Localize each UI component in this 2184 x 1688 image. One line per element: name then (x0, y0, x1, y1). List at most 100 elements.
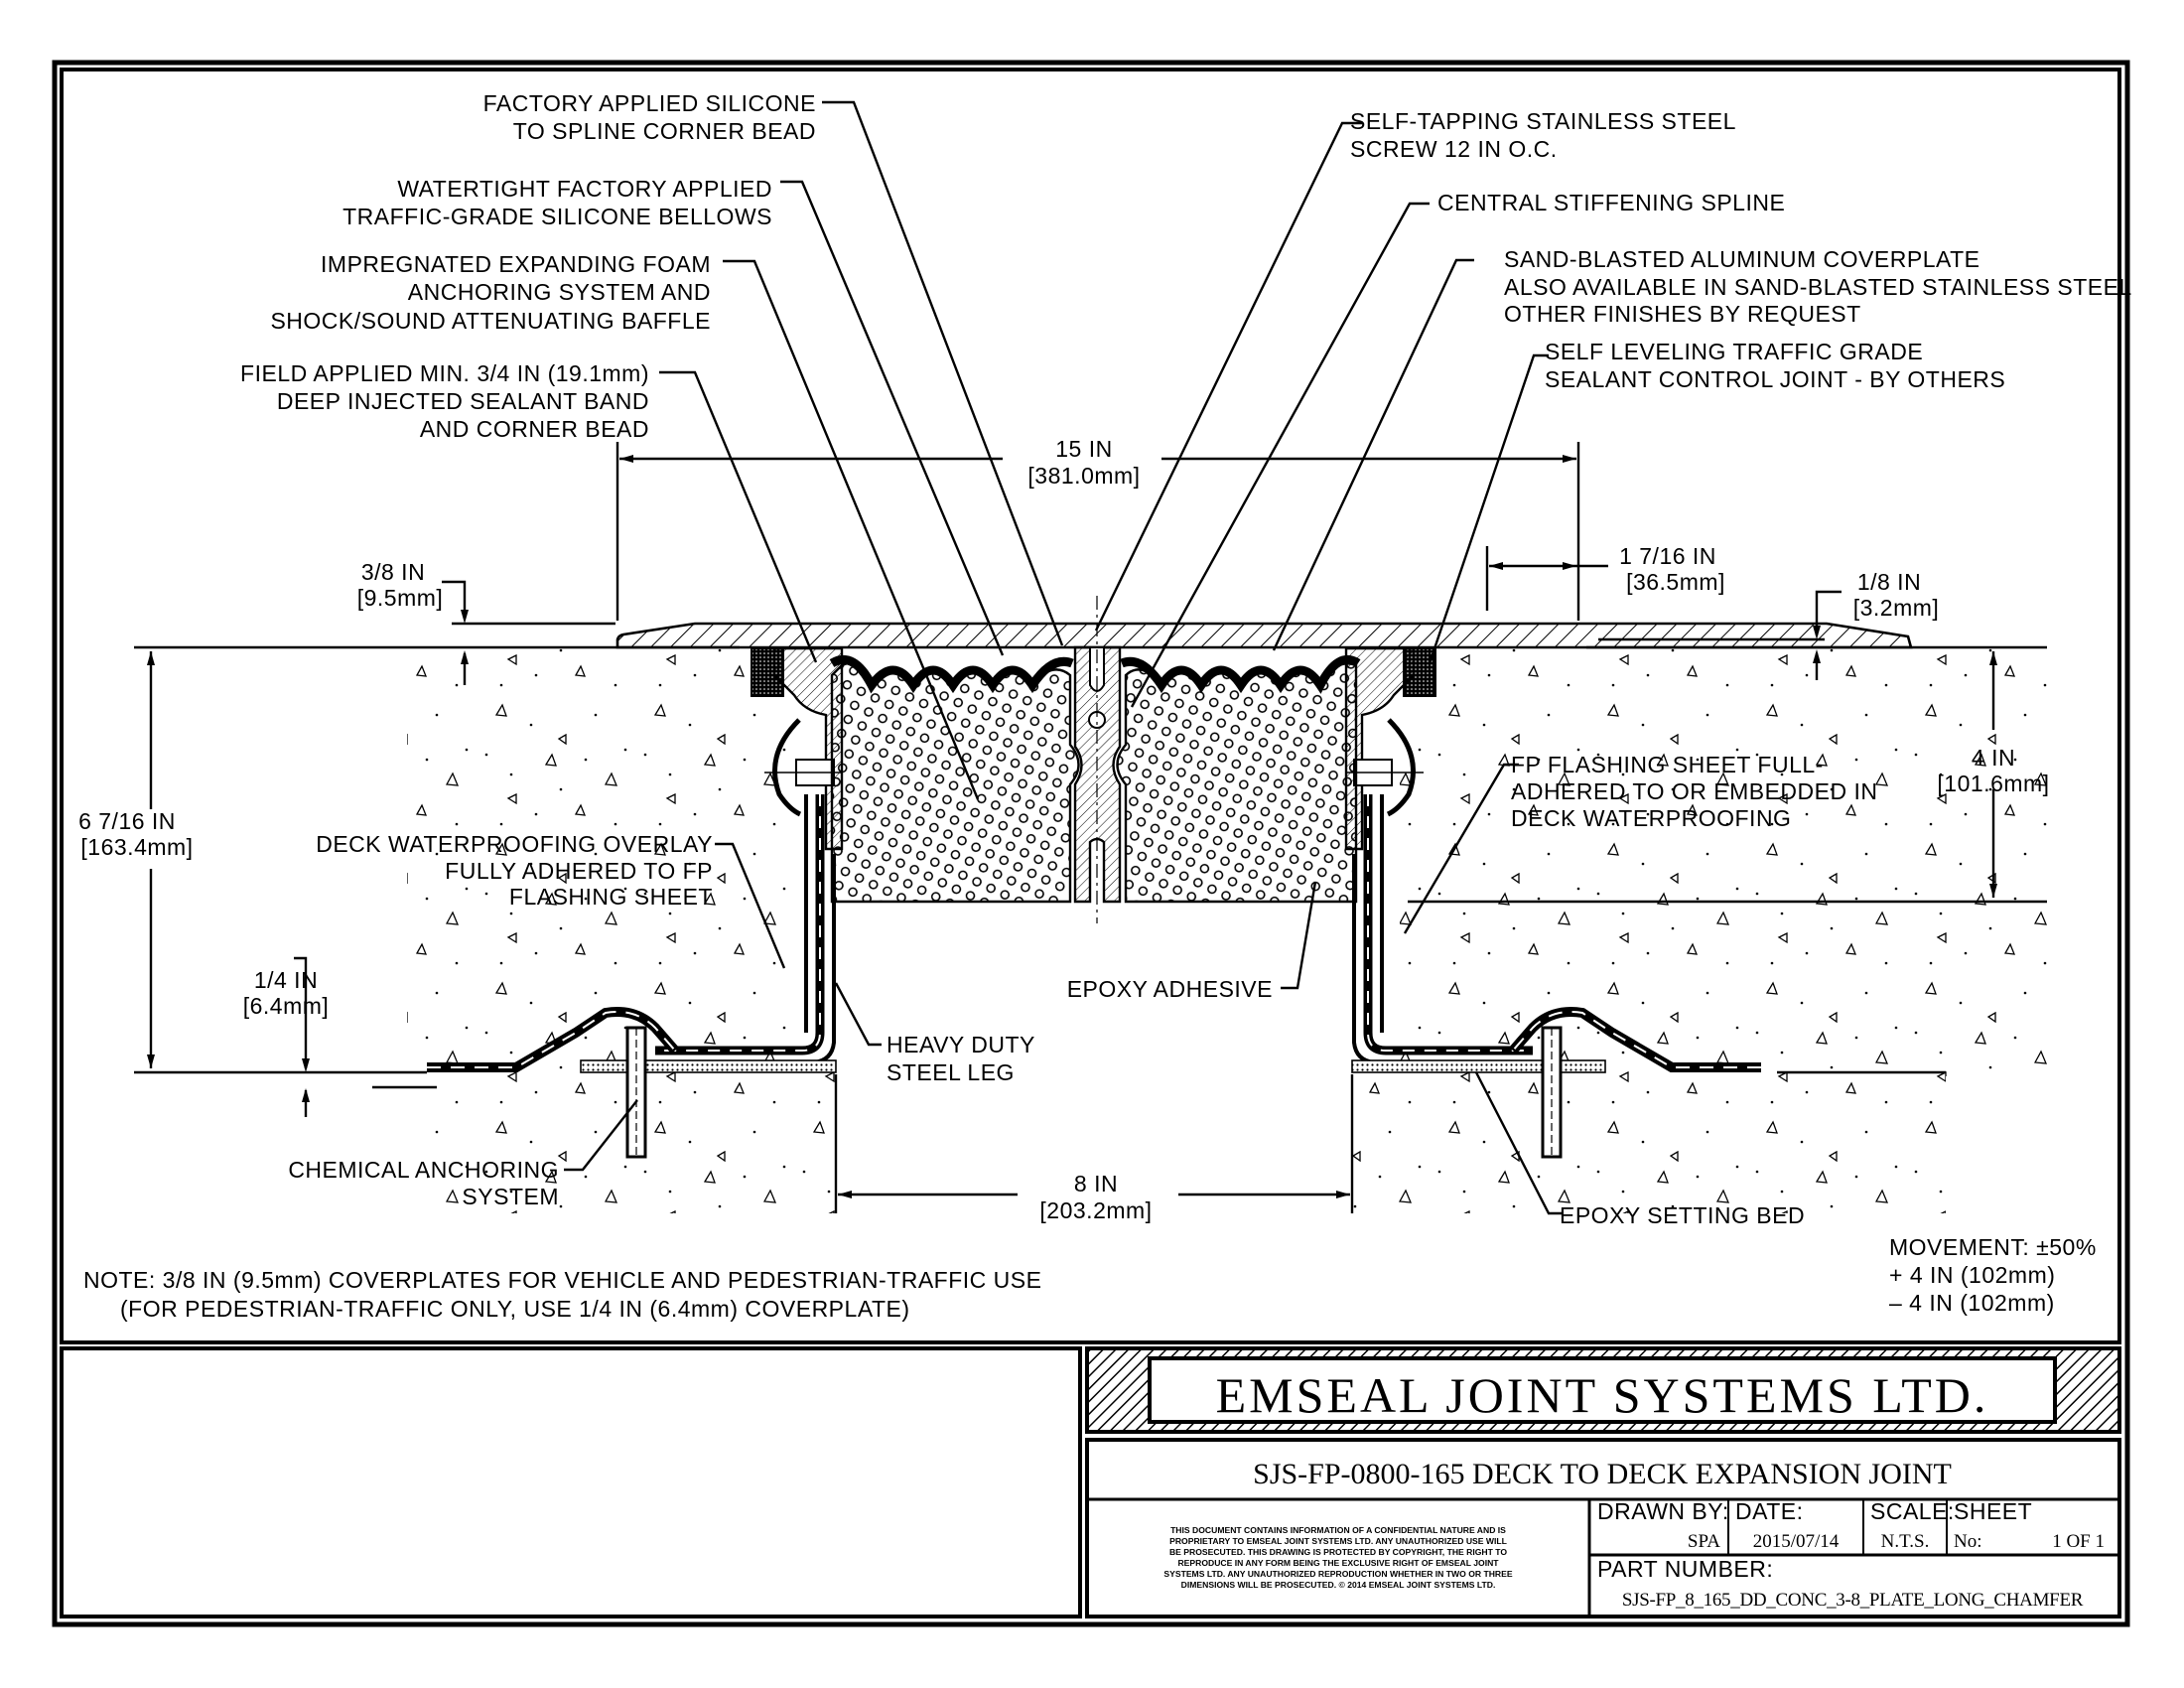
svg-text:EPOXY ADHESIVE: EPOXY ADHESIVE (1067, 976, 1273, 1002)
leader-lines (564, 100, 1564, 1215)
left-bellows (829, 655, 1074, 694)
svg-text:CHEMICAL ANCHORING: CHEMICAL ANCHORING (288, 1157, 559, 1183)
dim-overall-width: 15 IN [381.0mm] (1027, 436, 1140, 489)
sheet-label: SHEET (1954, 1498, 2032, 1524)
svg-text:FP FLASHING SHEET FULL-: FP FLASHING SHEET FULL- (1511, 752, 1824, 777)
left-bolt (764, 718, 842, 817)
title-block: EMSEAL JOINT SYSTEMS LTD. SJS-FP-0800-16… (1085, 1346, 2121, 1618)
svg-text:ADHERED TO OR EMBEDDED IN: ADHERED TO OR EMBEDDED IN (1511, 778, 1877, 804)
svg-text:8 IN: 8 IN (1074, 1171, 1118, 1196)
callout-setting-bed: EPOXY SETTING BED (1560, 1202, 1805, 1228)
outer-border (52, 60, 2130, 1627)
dimension-lines (147, 442, 1997, 1198)
svg-text:[3.2mm]: [3.2mm] (1853, 595, 1940, 621)
svg-text:FACTORY APPLIED SILICONE: FACTORY APPLIED SILICONE (483, 90, 816, 116)
svg-text:REPRODUCE IN ANY FORM BEING TH: REPRODUCE IN ANY FORM BEING THE EXCLUSIV… (1177, 1558, 1499, 1568)
right-bolt (1346, 718, 1424, 817)
svg-text:SELF-TAPPING STAINLESS STEEL: SELF-TAPPING STAINLESS STEEL (1350, 108, 1736, 134)
right-concrete-deck (1352, 647, 2047, 1213)
sheet-no-label: No: (1954, 1531, 1982, 1552)
svg-text:HEAVY DUTY: HEAVY DUTY (887, 1032, 1035, 1057)
coverplate-note: NOTE: 3/8 IN (9.5mm) COVERPLATES FOR VEH… (83, 1267, 1041, 1322)
date-value: 2015/07/14 (1753, 1531, 1840, 1552)
svg-text:+ 4 IN (102mm): + 4 IN (102mm) (1889, 1262, 2055, 1288)
dim-chamfer: 1 7/16 IN [36.5mm] (1619, 543, 1725, 595)
svg-text:SEALANT CONTROL JOINT - BY OTH: SEALANT CONTROL JOINT - BY OTHERS (1545, 366, 2005, 392)
svg-text:15 IN: 15 IN (1055, 436, 1112, 462)
left-epoxy-setting-bed (580, 1059, 837, 1073)
dim-plate-thickness: 3/8 IN [9.5mm] (357, 559, 444, 611)
callout-epoxy-adhesive: EPOXY ADHESIVE (1067, 976, 1273, 1002)
svg-text:STEEL LEG: STEEL LEG (887, 1059, 1015, 1085)
svg-text:TRAFFIC-GRADE SILICONE BELLOWS: TRAFFIC-GRADE SILICONE BELLOWS (342, 204, 772, 229)
svg-text:WATERTIGHT FACTORY APPLIED: WATERTIGHT FACTORY APPLIED (397, 176, 772, 202)
left-concrete-deck (407, 647, 836, 1213)
svg-text:(FOR PEDESTRIAN-TRAFFIC ONLY,: (FOR PEDESTRIAN-TRAFFIC ONLY, USE 1/4 IN… (120, 1296, 910, 1322)
svg-text:[101.6mm]: [101.6mm] (1937, 771, 2049, 796)
svg-text:[36.5mm]: [36.5mm] (1626, 569, 1725, 595)
svg-text:DIMENSIONS WILL BE PROSECUTED.: DIMENSIONS WILL BE PROSECUTED. © 2014 EM… (1181, 1580, 1496, 1590)
left-foam-block (830, 661, 1080, 904)
svg-text:THIS DOCUMENT CONTAINS INFORMA: THIS DOCUMENT CONTAINS INFORMATION OF A … (1170, 1525, 1506, 1535)
coverplate (615, 622, 1913, 649)
callout-silicone-bead: FACTORY APPLIED SILICONE TO SPLINE CORNE… (483, 90, 816, 144)
dim-depth: 6 7/16 IN [163.4mm] (78, 808, 193, 860)
svg-text:FULLY ADHERED TO FP: FULLY ADHERED TO FP (445, 858, 713, 884)
svg-text:SHOCK/SOUND ATTENUATING BAFFLE: SHOCK/SOUND ATTENUATING BAFFLE (270, 308, 711, 334)
callout-flashing: FP FLASHING SHEET FULL- ADHERED TO OR EM… (1511, 752, 1877, 831)
drawn-by-label: DRAWN BY: (1597, 1498, 1729, 1524)
central-spline (1073, 645, 1122, 904)
right-foam-block (1116, 662, 1358, 904)
svg-text:1/4 IN: 1/4 IN (254, 967, 318, 993)
svg-text:NOTE: 3/8 IN (9.5mm) COVERPLAT: NOTE: 3/8 IN (9.5mm) COVERPLATES FOR VEH… (83, 1267, 1041, 1293)
svg-text:FIELD APPLIED MIN. 3/4 IN (19.: FIELD APPLIED MIN. 3/4 IN (19.1mm) (240, 360, 649, 386)
date-label: DATE: (1735, 1498, 1804, 1524)
svg-text:DECK WATERPROOFING: DECK WATERPROOFING (1511, 805, 1791, 831)
dim-foam-depth: 4 IN [101.6mm] (1937, 745, 2049, 796)
svg-text:PROPRIETARY TO EMSEAL JOINT SY: PROPRIETARY TO EMSEAL JOINT SYSTEMS LTD.… (1169, 1536, 1507, 1546)
callout-spline: CENTRAL STIFFENING SPLINE (1437, 190, 1785, 215)
svg-text:– 4 IN (102mm): – 4 IN (102mm) (1889, 1290, 2055, 1316)
callout-steel-leg: HEAVY DUTY STEEL LEG (887, 1032, 1035, 1085)
dim-gap: 8 IN [203.2mm] (1039, 1171, 1152, 1223)
svg-text:SELF LEVELING TRAFFIC GRADE: SELF LEVELING TRAFFIC GRADE (1545, 339, 1923, 364)
right-flashing-sheet (1509, 1007, 1761, 1159)
drawing-title: SJS-FP-0800-165 DECK TO DECK EXPANSION J… (1253, 1458, 1952, 1490)
svg-text:[6.4mm]: [6.4mm] (243, 993, 330, 1019)
svg-text:1 7/16 IN: 1 7/16 IN (1619, 543, 1716, 569)
svg-text:FLASHING SHEET: FLASHING SHEET (509, 884, 713, 910)
svg-text:6 7/16 IN: 6 7/16 IN (78, 808, 176, 834)
svg-text:SYSTEMS LTD. ANY UNAUTHORIZED: SYSTEMS LTD. ANY UNAUTHORIZED REPRODUCTI… (1163, 1569, 1512, 1579)
svg-text:[9.5mm]: [9.5mm] (357, 585, 444, 611)
svg-text:3/8 IN: 3/8 IN (361, 559, 425, 585)
part-number-label: PART NUMBER: (1597, 1556, 1773, 1582)
blank-notes-box (60, 1346, 1082, 1618)
callout-overlay: DECK WATERPROOFING OVERLAY FULLY ADHERED… (316, 831, 713, 910)
callout-sealant-band: FIELD APPLIED MIN. 3/4 IN (19.1mm) DEEP … (240, 360, 649, 442)
callout-bellows: WATERTIGHT FACTORY APPLIED TRAFFIC-GRADE… (342, 176, 772, 229)
disclaimer: THIS DOCUMENT CONTAINS INFORMATION OF A … (1163, 1525, 1512, 1590)
drawing-area-border (60, 68, 2121, 1344)
svg-text:EPOXY SETTING BED: EPOXY SETTING BED (1560, 1202, 1805, 1228)
callout-screw: SELF-TAPPING STAINLESS STEEL SCREW 12 IN… (1350, 108, 1736, 162)
svg-text:AND CORNER BEAD: AND CORNER BEAD (420, 416, 649, 442)
movement-spec: MOVEMENT: ±50% + 4 IN (102mm) – 4 IN (10… (1889, 1234, 2097, 1316)
sheet-value: 1 OF 1 (2052, 1531, 2105, 1552)
svg-text:4 IN: 4 IN (1972, 745, 2015, 771)
svg-text:CENTRAL STIFFENING SPLINE: CENTRAL STIFFENING SPLINE (1437, 190, 1785, 215)
svg-text:[381.0mm]: [381.0mm] (1027, 463, 1140, 489)
dim-recess: 1/8 IN [3.2mm] (1853, 569, 1940, 621)
svg-text:DEEP INJECTED SEALANT BAND: DEEP INJECTED SEALANT BAND (277, 388, 649, 414)
dim-setting-bed: 1/4 IN [6.4mm] (243, 967, 330, 1019)
right-bellows (1120, 655, 1361, 694)
svg-text:[163.4mm]: [163.4mm] (80, 834, 193, 860)
svg-text:MOVEMENT: ±50%: MOVEMENT: ±50% (1889, 1234, 2097, 1260)
svg-text:BE PROSECUTED. THIS DRAWING IS: BE PROSECUTED. THIS DRAWING IS PROTECTED… (1169, 1547, 1507, 1557)
callout-coverplate: SAND-BLASTED ALUMINUM COVERPLATE ALSO AV… (1504, 246, 2132, 327)
svg-text:OTHER FINISHES BY REQUEST: OTHER FINISHES BY REQUEST (1504, 301, 1861, 327)
company-name: EMSEAL JOINT SYSTEMS LTD. (1216, 1367, 1989, 1423)
svg-text:SYSTEM: SYSTEM (462, 1184, 559, 1209)
svg-text:DECK WATERPROOFING OVERLAY: DECK WATERPROOFING OVERLAY (316, 831, 713, 857)
svg-text:ALSO AVAILABLE IN SAND-BLASTED: ALSO AVAILABLE IN SAND-BLASTED STAINLESS… (1504, 274, 2132, 300)
